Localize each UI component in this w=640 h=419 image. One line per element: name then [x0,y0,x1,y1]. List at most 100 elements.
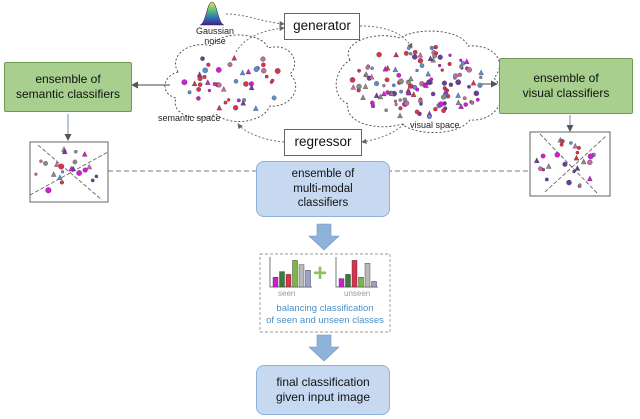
scatter-point [200,56,205,61]
visual-decision-boundary [544,135,607,193]
scatter-point [215,67,222,73]
semantic-decision-boundary [29,151,109,196]
scatter-point [442,88,449,95]
scatter-point [39,159,43,163]
scatter-point [459,58,463,62]
scatter-point [447,61,452,66]
final-line2: given input image [275,390,371,404]
scatter-point [373,92,380,98]
generator-label: generator [293,18,351,34]
scatter-point [478,69,484,76]
scatter-point [216,104,223,111]
scatter-point [475,97,480,102]
scatter-point [196,96,201,101]
scatter-point [202,74,207,80]
histogram-bar [358,277,364,288]
scatter-points [34,45,596,194]
scatter-point [43,161,48,166]
flow-arrow-to-final [308,334,340,362]
scatter-point [574,165,581,171]
scatter-point [441,80,447,86]
scatter-point [261,62,266,68]
scatter-point [191,80,198,87]
scatter-point [243,81,249,87]
seen-histogram [269,257,312,288]
scatter-point [245,68,252,75]
histogram-bar [292,260,298,288]
scatter-point [394,102,398,107]
scatter-point [428,80,433,85]
multimodal-ensemble-box: ensemble of multi-modal classifiers [256,161,390,217]
semantic-ensemble-box: ensemble of semantic classifiers [4,62,132,112]
scatter-point [587,175,593,182]
scatter-point [534,157,540,163]
scatter-point [417,58,424,64]
scatter-point [197,76,203,82]
scatter-point [197,82,203,87]
visual-ensemble-line2: visual classifiers [522,86,610,100]
scatter-point [455,79,462,86]
scatter-point [376,52,382,58]
scatter-point [360,94,366,100]
histogram-bar [351,260,358,288]
scatter-point [467,84,471,89]
scatter-point [412,49,418,55]
scatter-point [455,92,461,98]
scatter-point [410,91,417,97]
scatter-point [572,169,576,174]
visual-space-cloud [335,30,503,133]
scatter-point [239,69,246,76]
scatter-point [562,161,568,167]
histogram-bar [279,271,285,288]
scatter-point [397,112,403,119]
scatter-point [236,98,241,103]
scatter-point [409,52,413,56]
scatter-point [414,109,420,115]
histogram-bar [371,281,377,288]
scatter-point [384,108,388,112]
scatter-point [60,170,65,174]
regressor-to-semantic-arrow [237,123,285,143]
histogram-bar [272,277,279,288]
scatter-point [459,64,464,69]
scatter-point [458,103,464,109]
scatter-point [384,64,391,71]
histogram-axis [269,257,312,288]
scatter-point [68,165,74,172]
histogram-bar [298,264,305,288]
unseen-histogram [335,257,378,288]
scatter-point [406,46,411,50]
final-line1: final classification [276,375,370,389]
scatter-point [274,68,281,74]
scatter-point [398,78,404,85]
scatter-point [391,83,396,88]
scatter-point [399,89,403,94]
regressor-box: regressor [284,129,362,156]
scatter-point [253,105,259,111]
scatter-point [384,77,390,83]
scatter-point [349,77,356,83]
scatter-point [226,98,231,102]
balancing-caption: balancing classification of seen and uns… [262,303,388,327]
scatter-point [202,67,209,74]
scatter-point [233,79,239,84]
scatter-point [466,67,472,73]
multimodal-line2: multi-modal [293,182,353,195]
scatter-point [578,183,582,187]
scatter-point [54,161,60,167]
scatter-point [398,98,402,102]
scatter-point [216,82,222,88]
scatter-point [187,90,192,95]
flow-arrow-to-balancing [308,223,340,251]
scatter-point [545,163,552,169]
scatter-point [457,72,462,77]
scatter-point [429,77,434,82]
scatter-point [554,152,561,158]
scatter-point [392,66,399,73]
scatter-point [45,187,52,194]
scatter-point [415,68,419,73]
scatter-point [357,68,361,73]
scatter-point [430,91,436,97]
scatter-point [425,70,431,77]
scatter-point [363,71,369,77]
